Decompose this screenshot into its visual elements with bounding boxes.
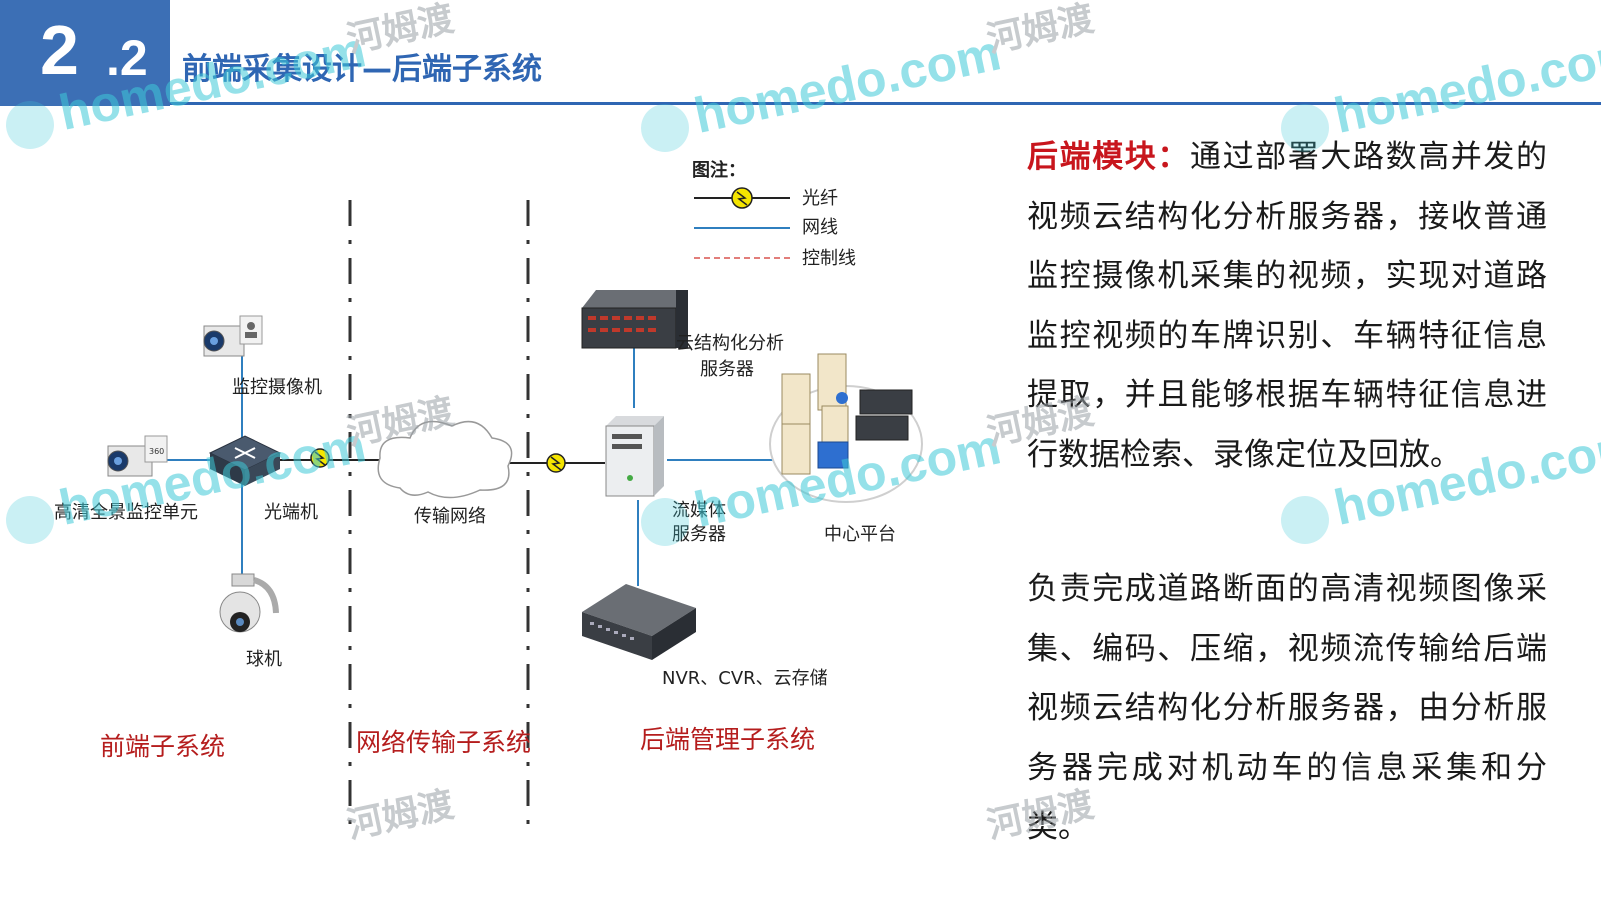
legend-title: 图注： <box>692 159 746 181</box>
storage-label: NVR、CVR、云存储 <box>662 668 828 689</box>
media-server-label-line1: 流媒体 <box>672 500 726 521</box>
fiber-marker-front <box>310 448 330 468</box>
backend-module-description: 后端模块：通过部署大路数高并发的视频云结构化分析服务器，接收普通监控摄像机采集的… <box>1027 128 1547 485</box>
cloud-server-label-line1: 云结构化分析 <box>676 333 784 354</box>
fiber-marker-backend <box>546 453 566 473</box>
media-server-icon <box>605 416 664 497</box>
legend-control-label: 控制线 <box>802 248 856 269</box>
section-number: 2 <box>40 11 79 89</box>
cloud-server-label-line2: 服务器 <box>700 359 754 380</box>
section-number-badge: 2 .2 <box>0 0 170 106</box>
transfer-network-label: 传输网络 <box>414 506 486 527</box>
legend-fiber-label: 光纤 <box>802 188 838 209</box>
system-diagram: 图注： 光纤 网线 控制线 监控摄像机 360 高清全 <box>54 159 923 828</box>
network-subsystem-label: 网络传输子系统 <box>356 728 531 757</box>
front-subsystem-label: 前端子系统 <box>100 732 225 761</box>
center-platform-icon <box>769 353 923 503</box>
dome-camera-label: 球机 <box>246 649 282 670</box>
front-capture-description: 负责完成道路断面的高清视频图像采集、编码、压缩，视频流传输给后端视频云结构化分析… <box>1027 560 1547 858</box>
badge-360: 360 <box>149 447 164 456</box>
hd-panorama-label: 高清全景监控单元 <box>54 502 198 523</box>
center-platform-label: 中心平台 <box>824 524 896 545</box>
backend-module-body: 通过部署大路数高并发的视频云结构化分析服务器，接收普通监控摄像机采集的视频，实现… <box>1027 139 1547 473</box>
page-title: 前端采集设计—后端子系统 <box>182 52 542 87</box>
backend-module-heading: 后端模块： <box>1027 139 1190 175</box>
dome-camera-icon <box>219 573 279 633</box>
watermark-brand: 河姆渡 <box>983 0 1097 60</box>
cloud-analysis-server-icon <box>581 290 688 349</box>
front-capture-body: 负责完成道路断面的高清视频图像采集、编码、压缩，视频流传输给后端视频云结构化分析… <box>1027 571 1547 845</box>
hd-panorama-icon: 360 <box>107 435 168 477</box>
legend-network-label: 网线 <box>802 217 838 238</box>
optical-terminal-label: 光端机 <box>264 502 318 523</box>
section-subnumber: .2 <box>106 30 148 86</box>
monitor-camera-label: 监控摄像机 <box>232 377 322 398</box>
cloud-network-icon <box>377 420 513 499</box>
optical-terminal-icon <box>208 435 282 486</box>
storage-device-icon <box>582 584 696 660</box>
media-server-label-line2: 服务器 <box>672 524 726 545</box>
legend-fiber-icon <box>731 187 753 209</box>
watermark-domain: homedo.com <box>1329 24 1601 143</box>
backend-subsystem-label: 后端管理子系统 <box>640 725 815 754</box>
monitor-camera-icon <box>203 315 263 357</box>
header-divider <box>170 102 1601 105</box>
